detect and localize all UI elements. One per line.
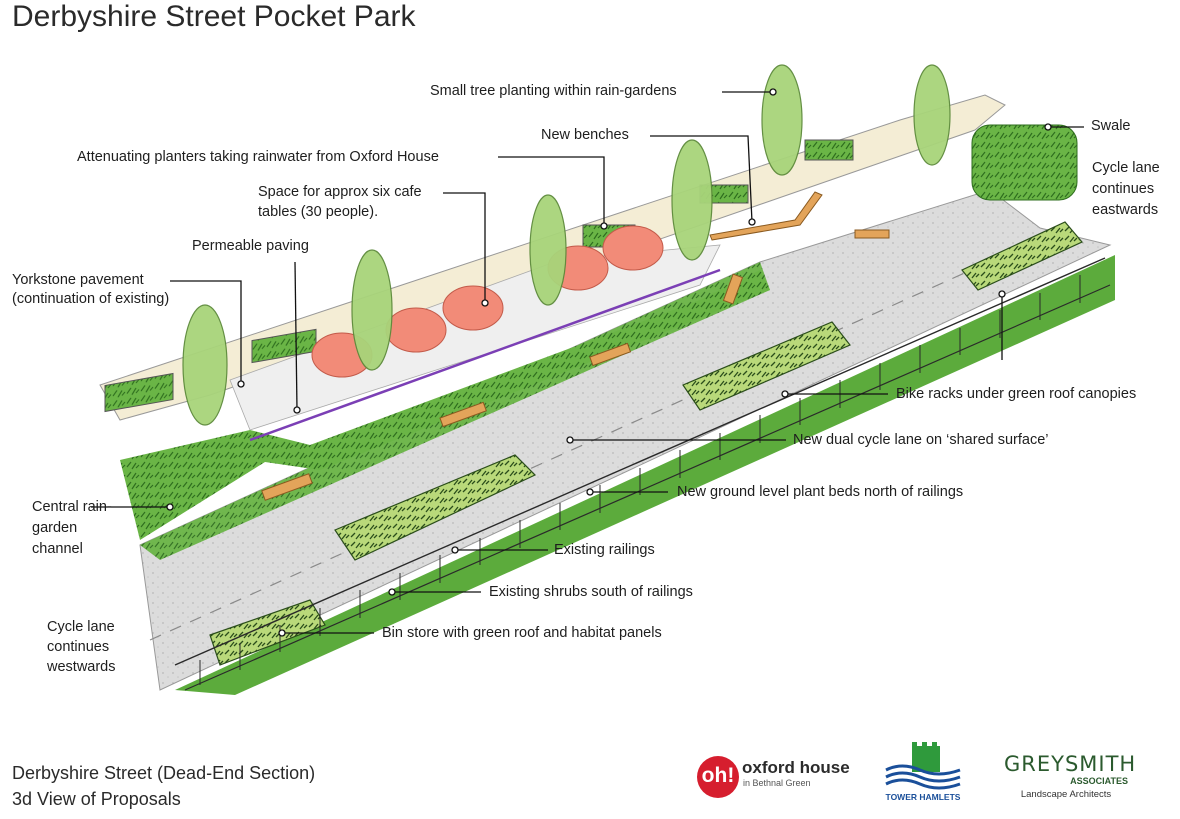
label-swale: Swale [1091,118,1131,134]
label-cycle-west: Cycle lane continues westwards [47,619,116,675]
oh-subtitle: in Bethnal Green [743,778,811,788]
label-central-rain-garden: Central rain-garden channel [32,499,112,557]
label-cafe-space-1: Space for approx six cafe [258,184,422,200]
label-yorkstone-2: (continuation of existing) [12,291,170,307]
label-cafe-space-2: tables (30 people). [258,204,379,220]
benches [261,191,890,501]
greysmith-logo: GREYSMITH ASSOCIATES Landscape Architect… [1004,752,1137,804]
label-new-benches: New benches [541,127,629,143]
tower-hamlets-name: TOWER HAMLETS [885,792,961,802]
label-bike-racks: Bike racks under green roof canopies [896,386,1137,402]
label-bin-store: Bin store with green roof and habitat pa… [382,625,662,641]
footer-line-2: 3d View of Proposals [12,789,181,809]
green-roof-canopies [209,221,1083,666]
label-ground-beds: New ground level plant beds north of rai… [677,484,964,500]
label-permeable-paving: Permeable paving [192,238,309,254]
label-existing-railings: Existing railings [554,542,655,558]
label-small-tree: Small tree planting within rain-gardens [430,83,677,99]
page-title: Derbyshire Street Pocket Park [12,0,416,33]
label-attenuating-planters: Attenuating planters taking rainwater fr… [77,149,439,165]
leader-dots [166,88,1052,637]
label-dual-cycle-lane: New dual cycle lane on ‘shared surface’ [793,432,1049,448]
railings [174,257,1111,691]
greysmith-associates: ASSOCIATES [1070,776,1128,786]
greysmith-subtitle: Landscape Architects [1020,789,1112,800]
tower-hamlets-logo: TOWER HAMLETS [882,740,964,804]
tower-hamlets-emblem-icon [885,742,961,790]
footer-line-1: Derbyshire Street (Dead-End Section) [12,763,316,783]
oh-name: oxford house [742,758,850,777]
leader-lines [91,91,1084,634]
label-yorkstone-1: Yorkstone pavement [12,272,144,288]
label-existing-shrubs: Existing shrubs south of railings [489,584,693,600]
label-cycle-east: Cycle lane continues eastwards [1092,160,1160,218]
oh-mark: oh! [697,756,739,798]
greysmith-name: GREYSMITH [1004,752,1137,776]
oxford-house-logo: oh! oxford house in Bethnal Green [697,756,865,800]
